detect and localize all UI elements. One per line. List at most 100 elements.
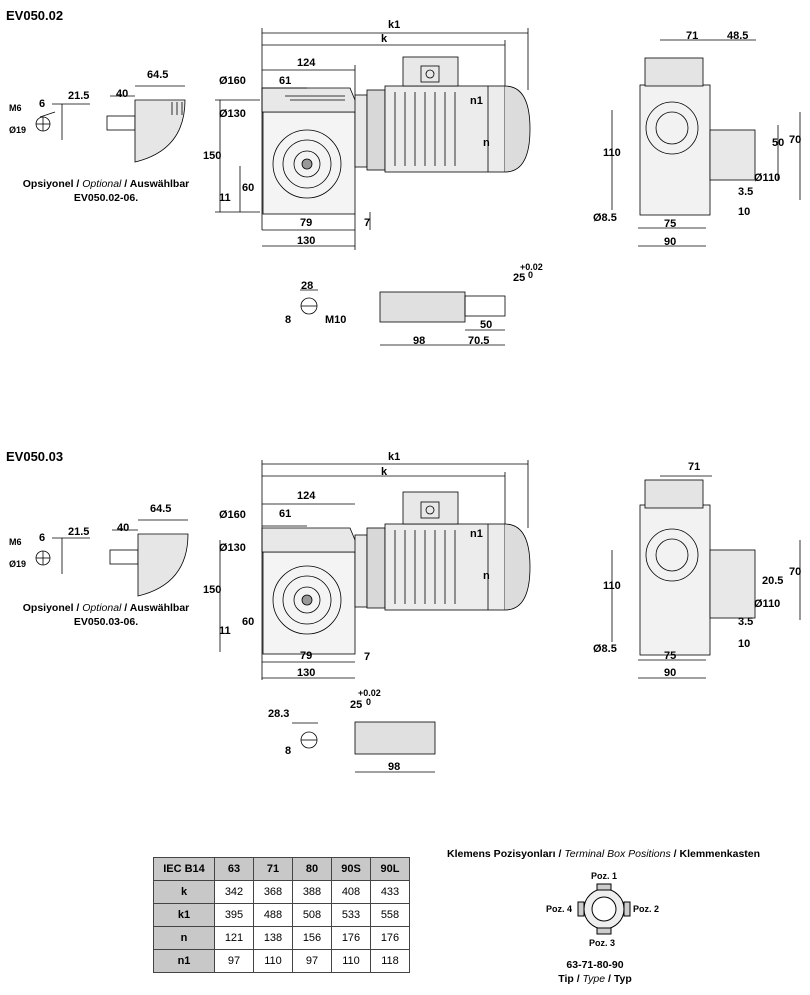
side2-dim-70: 70 (789, 566, 802, 578)
dim2-21-5: 21.5 (68, 526, 90, 538)
key-dim-m10: M10 (325, 314, 347, 326)
terminal-pos-4: Poz. 4 (546, 904, 573, 914)
dim2-n: n (483, 570, 490, 582)
side2-dim-110: 110 (603, 580, 621, 592)
dim-k1: k1 (388, 19, 401, 31)
table-row: k1 395 488 508 533 558 (153, 903, 410, 927)
side2-dim-20-5: 20.5 (762, 575, 784, 587)
table-cell: 368 (253, 880, 293, 904)
table-cell: 508 (292, 903, 332, 927)
table-row-label: n (153, 926, 215, 950)
dim-n: n (483, 137, 490, 149)
table-cell: 176 (331, 926, 371, 950)
table-cell: 156 (292, 926, 332, 950)
terminal-pos-1: Poz. 1 (591, 871, 618, 881)
dim2-64-5: 64.5 (150, 503, 172, 515)
table-cell: 342 (214, 880, 254, 904)
dim2-d19: Ø19 (9, 559, 27, 569)
table-header-row: IEC B14 63 71 80 90S 90L (153, 857, 410, 881)
table-cell: 408 (331, 880, 371, 904)
table-cell: 488 (253, 903, 293, 927)
terminal-box-diagram (577, 883, 631, 935)
section-title-ev050-02: EV050.02 (6, 8, 64, 23)
side2-dim-71: 71 (688, 461, 701, 473)
dim-6: 6 (39, 98, 46, 110)
table-cell: 558 (370, 903, 410, 927)
side-dim-48-5: 48.5 (727, 30, 749, 42)
key-dim-8: 8 (285, 314, 292, 326)
terminal-box-title: Klemens Pozisyonları / Terminal Box Posi… (447, 848, 761, 860)
drawing-ev050-02 (35, 28, 801, 346)
table-cell: 388 (292, 880, 332, 904)
table-row: n1 97 110 97 110 118 (153, 949, 410, 973)
table-row: k 342 368 388 408 433 (153, 880, 410, 904)
dim-130: 130 (297, 235, 316, 247)
table-header-cell: 71 (253, 857, 293, 881)
dim2-k: k (381, 466, 388, 478)
optional-note-ev050-03: Opsiyonel / Optional / Auswählbar EV050.… (22, 602, 190, 628)
table-header-cell: IEC B14 (153, 857, 215, 881)
dim2-61: 61 (279, 508, 292, 520)
shaft-dim-50: 50 (480, 319, 493, 331)
dim-d130: Ø130 (219, 108, 246, 120)
dim2-n1: n1 (470, 528, 483, 540)
side-view-body (639, 84, 711, 216)
dim2-k1: k1 (388, 451, 401, 463)
table-row: n 121 138 156 176 176 (153, 926, 410, 950)
side2-dim-d8-5: Ø8.5 (593, 643, 617, 655)
shaft2-dim-25: 25 (350, 699, 363, 711)
table-cell: 110 (253, 949, 293, 973)
dim-60: 60 (242, 182, 255, 194)
side-dim-70: 70 (789, 134, 802, 146)
table-cell: 395 (214, 903, 254, 927)
table-cell: 433 (370, 880, 410, 904)
dim2-6: 6 (39, 532, 46, 544)
dim-79: 79 (300, 217, 313, 229)
dim2-79: 79 (300, 650, 313, 662)
side2-dim-10: 10 (738, 638, 751, 650)
dim-150: 150 (203, 150, 222, 162)
shaft2-tol-plus: +0.02 (358, 688, 381, 698)
dim2-130: 130 (297, 667, 316, 679)
side-dim-3-5: 3.5 (738, 186, 754, 198)
shaft-tol-zero: 0 (528, 270, 534, 280)
shaft2-dim-98: 98 (388, 761, 401, 773)
dim-m6: M6 (9, 103, 22, 113)
side-dim-71: 71 (686, 30, 699, 42)
dim-d160: Ø160 (219, 75, 246, 87)
table-row-label: k (153, 880, 215, 904)
table-row-label: k1 (153, 903, 215, 927)
terminal-pos-3: Poz. 3 (589, 938, 616, 948)
side-dim-10: 10 (738, 206, 751, 218)
opt-shaft-stub (106, 115, 136, 131)
dim2-m6: M6 (9, 537, 22, 547)
dim2-150: 150 (203, 584, 222, 596)
side2-dim-3-5: 3.5 (738, 616, 754, 628)
dim-61: 61 (279, 75, 292, 87)
table-header-cell: 80 (292, 857, 332, 881)
table-cell: 97 (214, 949, 254, 973)
dim2-40: 40 (117, 522, 130, 534)
dim-124: 124 (297, 57, 316, 69)
table-cell: 176 (370, 926, 410, 950)
side-dim-50: 50 (772, 137, 785, 149)
table-row-label: n1 (153, 949, 215, 973)
dim-11: 11 (219, 192, 231, 204)
side-dim-110: 110 (603, 147, 621, 159)
side2-dim-75: 75 (664, 650, 677, 662)
dim-k: k (381, 33, 388, 45)
table-cell: 110 (331, 949, 371, 973)
table-cell: 97 (292, 949, 332, 973)
iec-b14-table: IEC B14 63 71 80 90S 90L k 342 368 388 4… (153, 857, 410, 973)
side2-dim-d110: Ø110 (754, 598, 781, 610)
table-header-cell: 90L (370, 857, 410, 881)
table-cell: 138 (253, 926, 293, 950)
table-header-cell: 90S (331, 857, 371, 881)
side-dim-d110: Ø110 (754, 172, 781, 184)
side2-dim-90: 90 (664, 667, 677, 679)
drawing-ev050-03 (35, 460, 801, 773)
dim2-11: 11 (219, 625, 231, 637)
dim-64-5: 64.5 (147, 69, 169, 81)
side-dim-90: 90 (664, 236, 677, 248)
terminal-box (402, 56, 459, 87)
